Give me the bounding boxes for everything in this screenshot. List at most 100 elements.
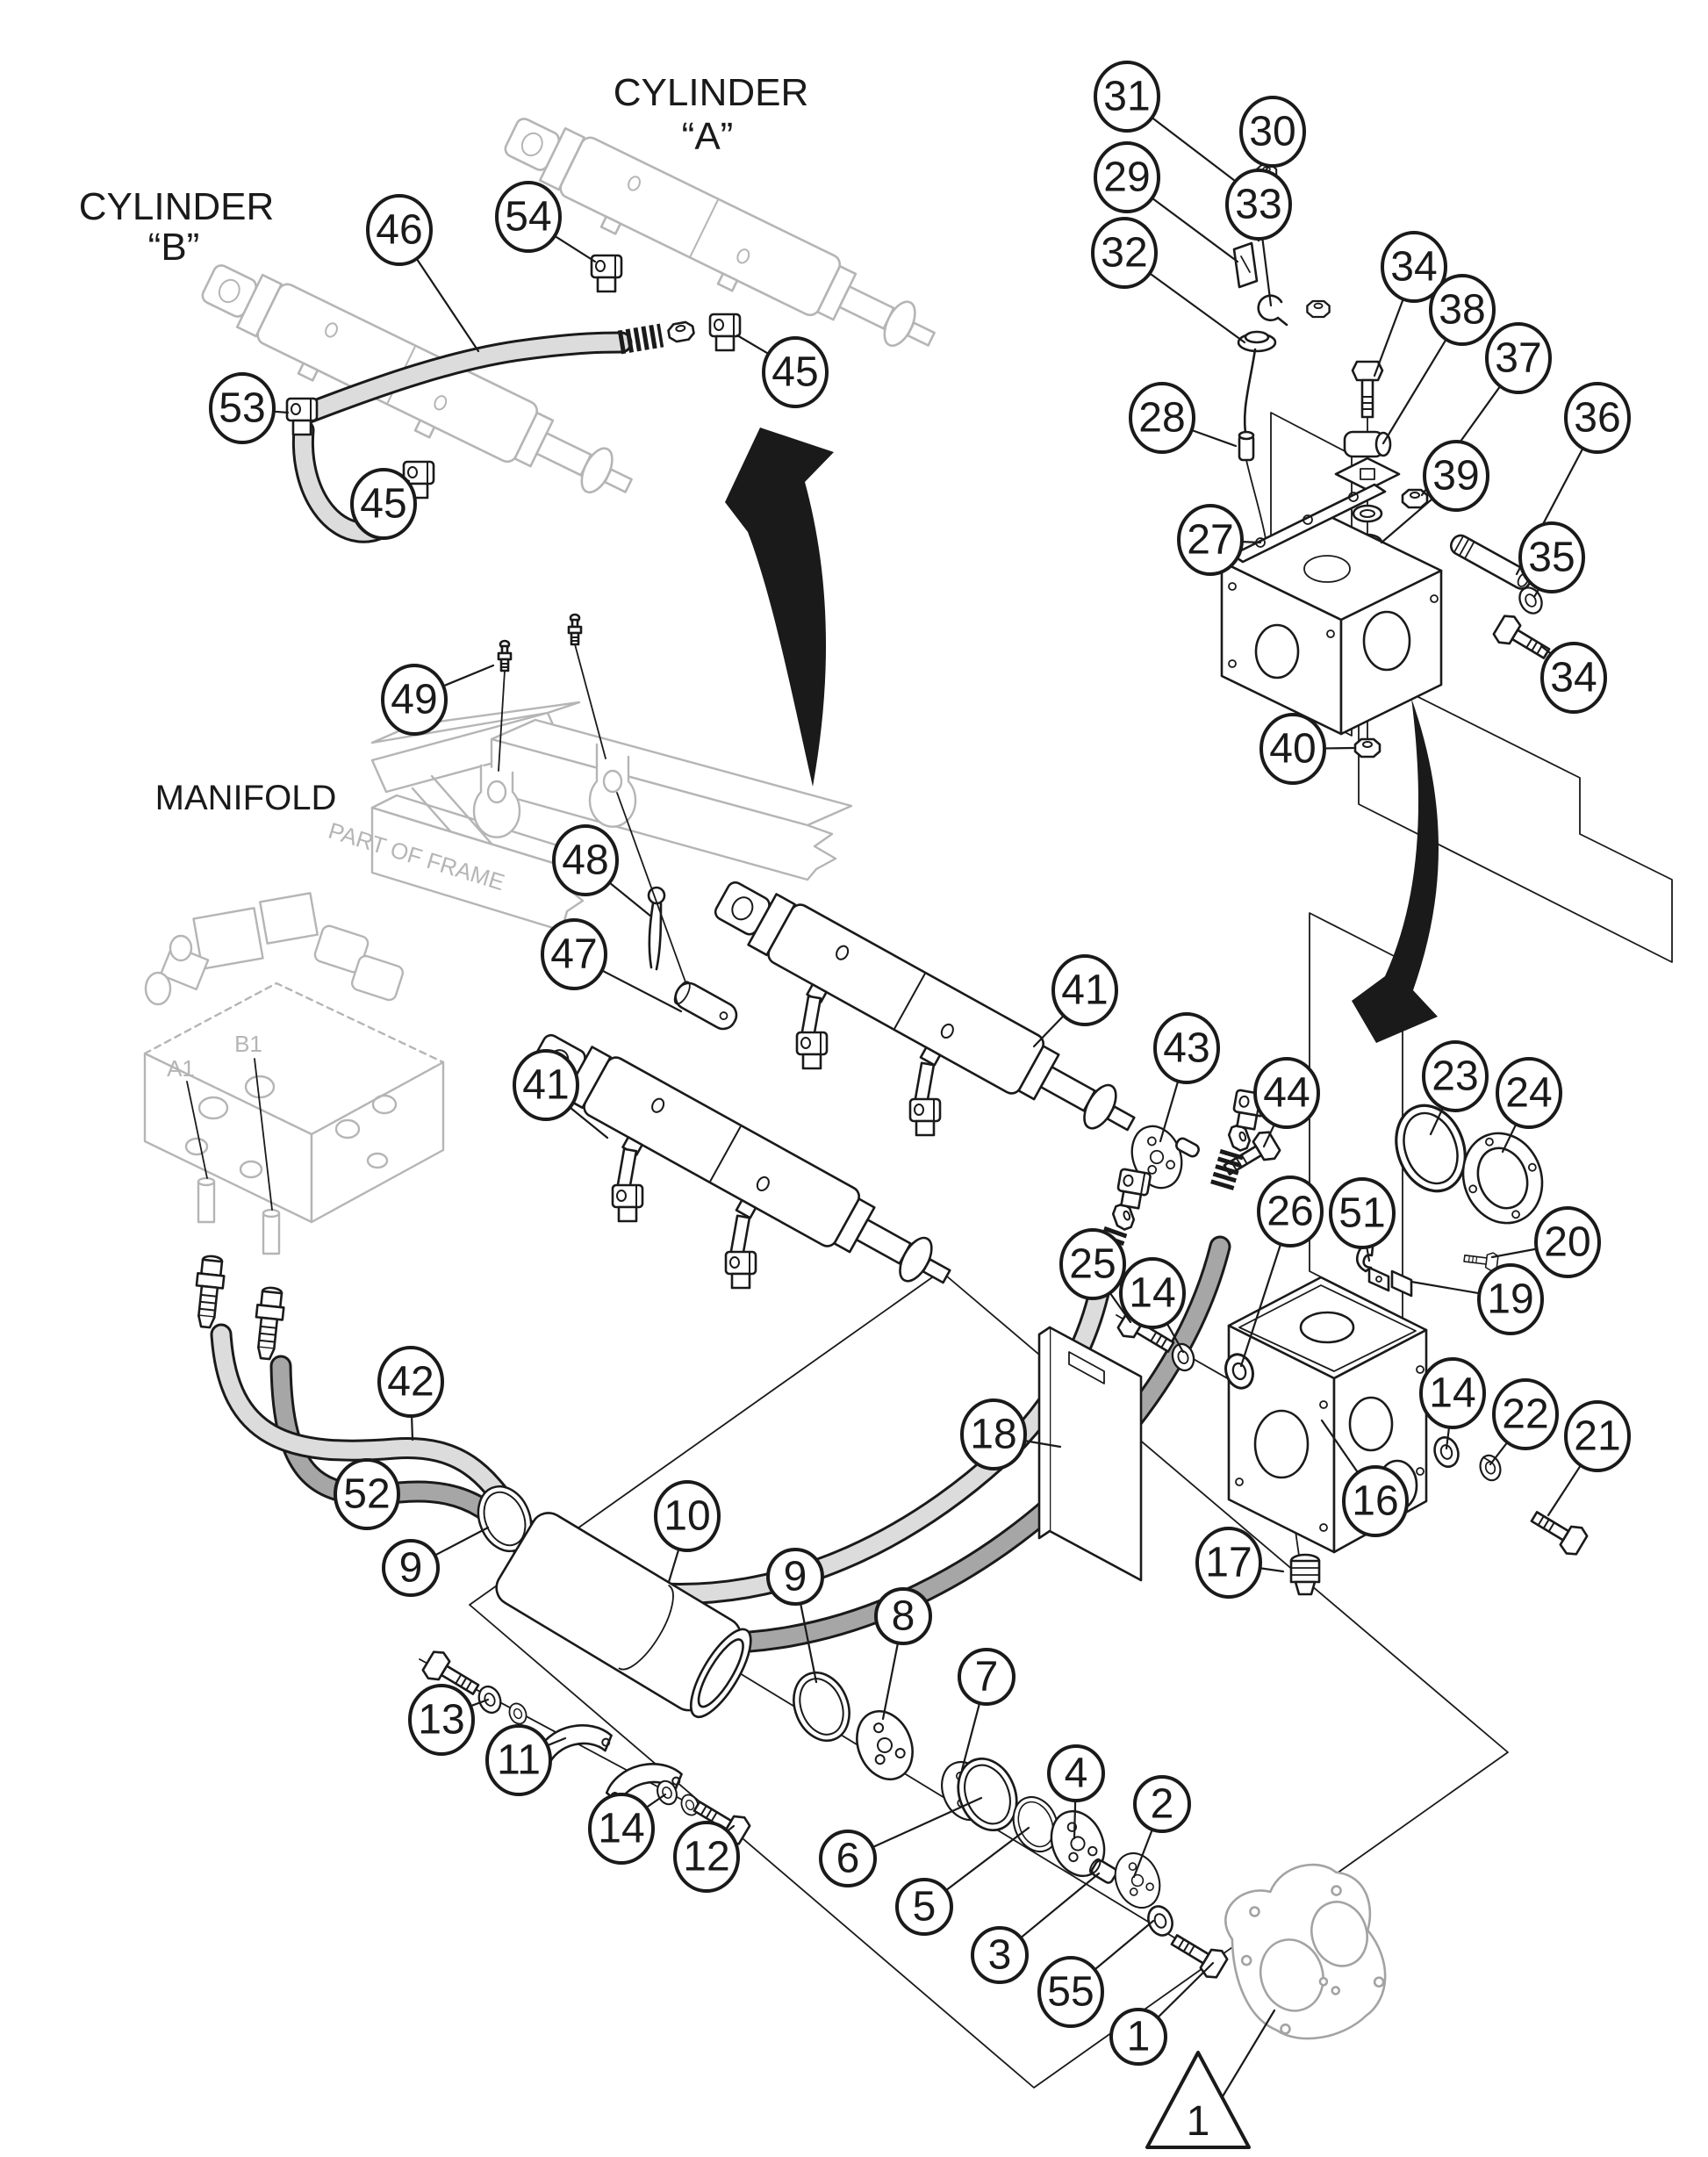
balloon-number-22: 22 xyxy=(1502,1391,1548,1438)
balloon-number-16: 16 xyxy=(1352,1478,1398,1525)
balloon-33 xyxy=(1225,169,1292,241)
balloon-2 xyxy=(1133,1775,1191,1833)
callout-5: 5 xyxy=(895,1826,1030,1936)
leader-34 xyxy=(1373,298,1404,377)
balloon-number-30: 30 xyxy=(1249,109,1295,155)
label-port-a1: A1 xyxy=(167,1055,195,1082)
clevis-pin-47 xyxy=(673,981,738,1031)
callout-38: 38 xyxy=(1381,274,1496,445)
callout-31: 31 xyxy=(1094,61,1255,197)
balloon-39 xyxy=(1423,440,1489,512)
balloon-45 xyxy=(762,336,829,408)
balloon-19 xyxy=(1477,1263,1544,1335)
balloon-number-10: 10 xyxy=(664,1493,710,1540)
callout-4: 4 xyxy=(1047,1744,1105,1840)
balloon-number-14: 14 xyxy=(598,1806,644,1852)
callout-49: 49 xyxy=(381,664,495,736)
balloon-52 xyxy=(334,1458,400,1530)
balloon-number-39: 39 xyxy=(1432,453,1479,500)
label-cylinder-a-line1: CYLINDER xyxy=(614,71,809,114)
callout-10: 10 xyxy=(654,1480,721,1584)
callout-12: 12 xyxy=(673,1821,740,1893)
balloon-7 xyxy=(958,1648,1015,1706)
balloon-number-33: 33 xyxy=(1235,182,1281,228)
leader-14 xyxy=(1166,1323,1185,1354)
balloon-number-53: 53 xyxy=(219,385,265,432)
balloon-number-8: 8 xyxy=(892,1593,915,1640)
balloon-number-41: 41 xyxy=(1061,967,1108,1014)
balloon-number-13: 13 xyxy=(418,1697,464,1744)
balloon-number-36: 36 xyxy=(1574,395,1620,442)
callout-34: 34 xyxy=(1539,642,1607,714)
balloon-41 xyxy=(1051,954,1118,1026)
callout-33: 33 xyxy=(1225,169,1292,307)
balloon-45 xyxy=(350,468,417,540)
leader-39 xyxy=(1380,498,1433,544)
balloon-41 xyxy=(513,1049,579,1121)
callout-36: 36 xyxy=(1515,382,1631,576)
balloon-44 xyxy=(1253,1057,1320,1129)
balloon-number-6: 6 xyxy=(836,1836,860,1882)
ghost-manifold xyxy=(143,892,445,1255)
balloon-number-12: 12 xyxy=(683,1834,729,1880)
balloon-number-25: 25 xyxy=(1069,1241,1116,1288)
balloon-30 xyxy=(1239,96,1306,168)
balloon-number-46: 46 xyxy=(376,207,422,254)
balloon-number-54: 54 xyxy=(505,194,551,241)
ghost-gasket-plate xyxy=(1224,1863,1387,2040)
balloon-number-32: 32 xyxy=(1101,230,1147,277)
leader-55 xyxy=(1094,1919,1155,1970)
callout-17: 17 xyxy=(1195,1527,1285,1599)
arrow-down-left xyxy=(1352,698,1439,1043)
balloon-number-9: 9 xyxy=(784,1554,807,1600)
leader-25 xyxy=(1109,1292,1132,1324)
callout-44: 44 xyxy=(1253,1057,1320,1148)
balloon-40 xyxy=(1259,713,1326,785)
balloon-number-44: 44 xyxy=(1263,1070,1310,1117)
balloon-10 xyxy=(654,1480,721,1552)
leader-26 xyxy=(1239,1244,1281,1368)
balloon-28 xyxy=(1129,382,1195,454)
leader-10 xyxy=(667,1549,680,1584)
balloon-18 xyxy=(960,1398,1027,1470)
callout-1: 1 xyxy=(1109,1961,1215,2066)
balloon-24 xyxy=(1496,1057,1562,1129)
leader-13 xyxy=(470,1698,490,1708)
callout-55: 55 xyxy=(1037,1919,1155,2028)
leader-27 xyxy=(1241,541,1262,544)
balloon-number-5: 5 xyxy=(913,1884,937,1931)
balloon-1 xyxy=(1109,2008,1167,2066)
callout-37: 37 xyxy=(1420,322,1552,497)
leader-21 xyxy=(1547,1464,1582,1517)
zerk-right xyxy=(567,613,583,646)
balloon-13 xyxy=(408,1684,475,1756)
balloon-number-34: 34 xyxy=(1390,244,1437,291)
callout-29: 29 xyxy=(1094,141,1239,263)
balloon-number-52: 52 xyxy=(343,1471,390,1518)
callout-43: 43 xyxy=(1153,1012,1220,1143)
leader-35 xyxy=(1532,588,1540,599)
callout-52: 52 xyxy=(334,1458,400,1530)
balloon-number-26: 26 xyxy=(1267,1189,1313,1235)
callout-42: 42 xyxy=(377,1346,444,1442)
callout-40: 40 xyxy=(1259,713,1355,785)
balloon-number-40: 40 xyxy=(1269,726,1316,773)
balloon-55 xyxy=(1037,1956,1104,2028)
leader-9 xyxy=(800,1603,818,1684)
leader-49 xyxy=(442,664,495,687)
balloon-number-35: 35 xyxy=(1528,535,1575,581)
balloon-54 xyxy=(495,181,562,253)
callout-45: 45 xyxy=(736,334,829,408)
balloon-49 xyxy=(381,664,448,736)
balloon-number-45: 45 xyxy=(771,349,818,396)
leader-38 xyxy=(1381,339,1447,445)
leader-24 xyxy=(1501,1124,1517,1154)
warning-triangle-callout: 1 xyxy=(1145,2009,1276,2149)
leader-22 xyxy=(1489,1442,1508,1466)
balloon-34 xyxy=(1381,231,1447,303)
balloon-number-42: 42 xyxy=(387,1359,434,1406)
callout-46: 46 xyxy=(366,194,480,353)
warning-triangle-number: 1 xyxy=(1187,2098,1210,2145)
